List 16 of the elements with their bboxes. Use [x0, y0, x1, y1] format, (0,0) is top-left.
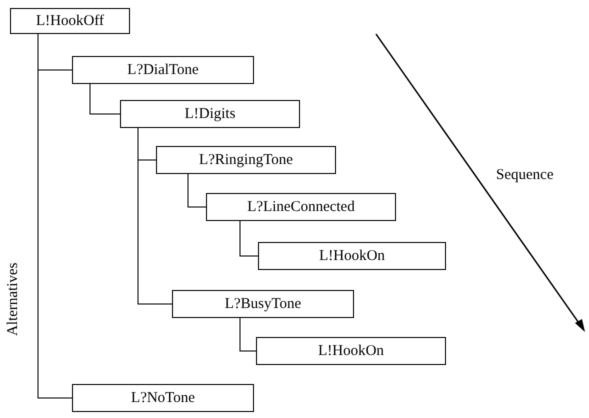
process-box: L?RingingTone — [156, 146, 336, 174]
connector-line — [138, 128, 172, 304]
process-box: L?DialTone — [72, 56, 254, 84]
process-box: L!HookOn — [258, 242, 446, 270]
process-box: L!HookOn — [256, 337, 446, 365]
process-box: L?LineConnected — [206, 193, 396, 221]
process-box: L?BusyTone — [172, 290, 354, 318]
process-box: L!HookOff — [10, 8, 130, 34]
axis-label: Alternatives — [4, 262, 21, 336]
process-box: L!Digits — [120, 100, 300, 128]
connector-line — [240, 220, 258, 256]
connector-line — [90, 84, 120, 114]
connector-line — [188, 174, 206, 208]
axis-label: Sequence — [496, 166, 554, 185]
connector-line — [240, 318, 256, 352]
process-box: L?NoTone — [72, 384, 254, 412]
